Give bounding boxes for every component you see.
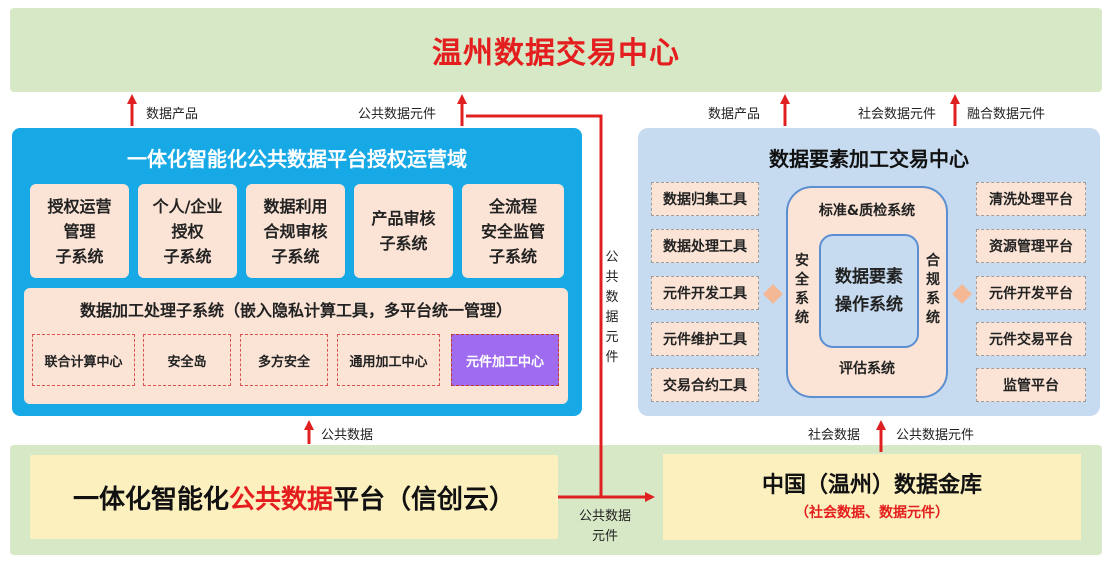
subsystem-personal-enterprise: 个人/企业 授权 子系统 <box>138 184 237 278</box>
label-social-element: 社会数据元件 <box>858 107 937 122</box>
tool-item: 数据处理工具 <box>651 229 759 263</box>
subsystem-line: 子系统 <box>271 246 320 266</box>
subsystem-line: 产品审核 <box>371 209 436 228</box>
core-line: 数据要素 <box>835 267 903 287</box>
platform-item: 元件交易平台 <box>976 322 1086 356</box>
label-char: 数 <box>605 290 619 305</box>
authorized-operation-title: 一体化智能化公共数据平台授权运营域 <box>127 146 467 171</box>
platform-item: 元件开发平台 <box>976 276 1086 310</box>
trading-center-title: 数据要素加工交易中心 <box>769 146 969 171</box>
page-title: 温州数据交易中心 <box>432 36 680 71</box>
label-data-product-left: 数据产品 <box>146 107 199 122</box>
label-public-element-top: 公共数据元件 <box>358 107 437 122</box>
label-bottom-public-element: 公共数据 元件 <box>568 507 642 547</box>
system-ring <box>786 186 948 398</box>
security-system-char: 全 <box>795 272 809 288</box>
processing-item: 通用加工中心 <box>337 334 440 386</box>
subsystem-line: 个人/企业 <box>152 196 223 216</box>
security-system-char: 安 <box>795 253 809 269</box>
label-social-data: 社会数据 <box>808 428 861 443</box>
compliance-system-char: 合 <box>926 253 940 269</box>
core-line: 操作系统 <box>835 295 903 315</box>
label-char: 据 <box>605 310 619 325</box>
label-char: 元 <box>605 330 619 345</box>
subsystem-line: 全流程 <box>488 196 537 216</box>
platform-item: 资源管理平台 <box>976 229 1086 263</box>
label-char: 公 <box>605 250 619 265</box>
processing-item: 多方安全 <box>240 334 328 386</box>
subsystem-line: 合规审核 <box>263 221 328 241</box>
top-banner <box>10 8 1102 92</box>
compliance-system-char: 统 <box>926 310 940 326</box>
wenzhou-data-vault: 中国（温州）数据金库 （社会数据、数据元件） <box>663 454 1081 540</box>
data-vault-subtitle: （社会数据、数据元件） <box>795 505 949 521</box>
security-system-char: 系 <box>795 291 809 307</box>
label-char: 件 <box>605 350 619 365</box>
subsystem-line: 授权运营 <box>47 196 112 216</box>
platform-highlight: 公共数据 <box>228 484 333 515</box>
compliance-system: 合 规 系 统 <box>924 252 942 328</box>
subsystem-line: 子系统 <box>55 246 104 266</box>
tool-item: 交易合约工具 <box>651 368 759 402</box>
label-line: 元件 <box>591 529 618 544</box>
subsystem-line: 子系统 <box>163 246 212 266</box>
subsystem-line: 子系统 <box>488 246 537 266</box>
evaluation-system: 评估系统 <box>839 361 895 377</box>
label-char: 共 <box>605 270 619 285</box>
security-system-char: 统 <box>795 310 809 326</box>
security-system: 安 全 系 统 <box>793 252 811 328</box>
label-fused-element: 融合数据元件 <box>967 107 1046 122</box>
label-public-data: 公共数据 <box>321 428 374 443</box>
standard-quality-system: 标准&质检系统 <box>818 203 916 219</box>
platform-item: 监管平台 <box>976 368 1086 402</box>
platform-item: 清洗处理平台 <box>976 182 1086 216</box>
data-element-os: 数据要素 操作系统 <box>819 234 919 348</box>
tool-item: 数据归集工具 <box>651 182 759 216</box>
processing-item-highlighted: 元件加工中心 <box>451 334 559 386</box>
tool-item: 元件开发工具 <box>651 276 759 310</box>
label-data-product-right: 数据产品 <box>708 107 761 122</box>
processing-item: 安全岛 <box>143 334 231 386</box>
subsystem-security-supervision: 全流程 安全监管 子系统 <box>462 184 564 278</box>
subsystem-line: 数据利用 <box>263 196 328 216</box>
compliance-system-char: 规 <box>926 272 940 288</box>
subsystem-line: 管理 <box>63 221 96 241</box>
tool-item: 元件维护工具 <box>651 322 759 356</box>
data-vault-title: 中国（温州）数据金库 <box>761 473 982 498</box>
subsystem-line: 子系统 <box>379 234 428 253</box>
label-public-element-mid: 公共数据元件 <box>896 428 975 443</box>
subsystem-product-review: 产品审核 子系统 <box>354 184 453 278</box>
subsystem-line: 安全监管 <box>480 221 545 241</box>
label-vertical-public-element: 公 共 数 据 元 件 <box>604 248 620 368</box>
processing-item: 联合计算中心 <box>32 334 135 386</box>
subsystem-line: 授权 <box>171 221 204 241</box>
platform-prefix: 一体化智能化 <box>72 484 229 515</box>
public-data-platform: 一体化智能化公共数据平台（信创云） <box>30 455 558 539</box>
route-public-element <box>466 114 603 497</box>
processing-subsystem-title: 数据加工处理子系统（嵌入隐私计算工具，多平台统一管理） <box>79 301 512 320</box>
subsystem-auth-operation: 授权运营 管理 子系统 <box>30 184 129 278</box>
compliance-system-char: 系 <box>926 291 940 307</box>
platform-suffix: 平台（信创云） <box>333 484 516 515</box>
subsystem-compliance-review: 数据利用 合规审核 子系统 <box>246 184 345 278</box>
label-line: 公共数据 <box>578 509 631 524</box>
